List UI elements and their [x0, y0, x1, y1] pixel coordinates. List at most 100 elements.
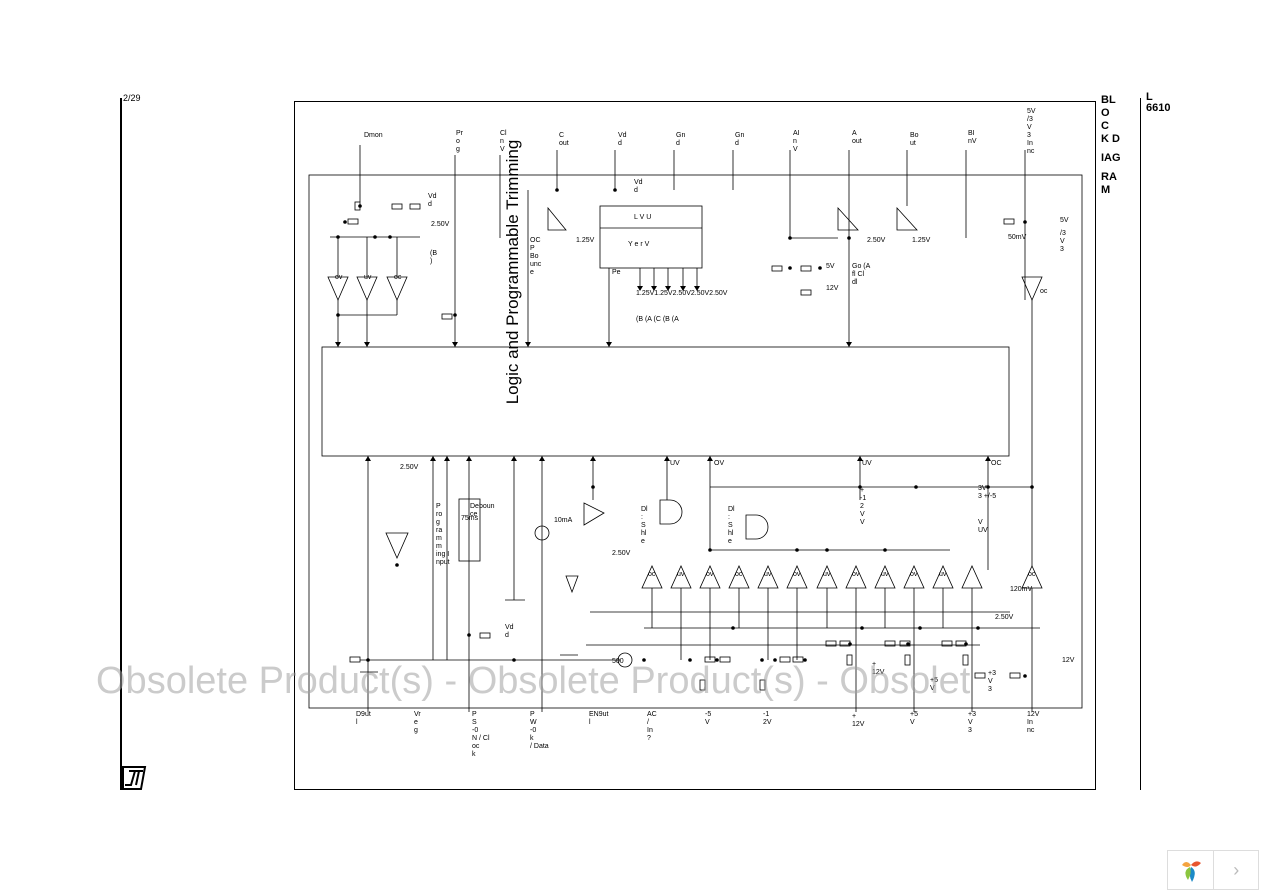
right-margin-rule — [1140, 98, 1141, 790]
ladder-label: Y e r V — [628, 241, 650, 248]
left-margin-rule — [120, 98, 122, 790]
comparator-label: uv — [764, 571, 772, 578]
block-diagram-frame — [294, 101, 1096, 790]
voltage-label: 12V — [1062, 657, 1075, 664]
comparator-label: uv — [881, 571, 889, 578]
voltage-label: 2.50V — [867, 237, 886, 244]
next-page-button[interactable]: › — [1233, 859, 1240, 880]
voltage-label: 120mV — [1010, 586, 1033, 593]
voltage-label: 2.50V — [400, 464, 419, 471]
pin-label-top: Dmon — [364, 132, 383, 139]
section-title-line: BL — [1101, 94, 1116, 106]
voltage-label: 12V — [826, 285, 839, 292]
part-number-line-2: 6610 — [1146, 102, 1171, 114]
logic-block — [321, 346, 1010, 457]
section-title-line: C — [1101, 120, 1109, 132]
section-title-line: M — [1101, 184, 1111, 196]
comparator-label: uv — [364, 274, 372, 281]
comparator-label: uv — [939, 571, 947, 578]
page-number: 2/29 — [123, 93, 141, 103]
comparator-label: oc — [735, 571, 743, 578]
ladder-label: (B (A (C (B (A — [636, 316, 679, 323]
viewer-logo-icon — [1168, 851, 1215, 889]
block-label: 75ms — [461, 515, 479, 522]
pin-label-bottom: AC/In? — [647, 711, 657, 742]
signal-label: UV — [670, 460, 680, 467]
signal-label: oc — [1040, 288, 1048, 295]
block-label: 500 — [612, 658, 624, 665]
logic-block-label: Logic and Programmable Trimming — [503, 139, 522, 405]
comparator-label: ov — [793, 571, 801, 578]
part-number-line-1: L — [1146, 91, 1153, 103]
voltage-label: 1.25V — [576, 237, 595, 244]
voltage-label: 5V — [1060, 217, 1069, 224]
section-title-line: RA — [1101, 171, 1117, 183]
junction-dots — [336, 188, 1034, 678]
current-label: 10mA — [554, 517, 573, 524]
chip-outline — [308, 174, 1083, 709]
voltage-label: 5V — [826, 263, 835, 270]
voltage-label: 50mV — [1008, 234, 1027, 241]
pin-label-bottom: +12V — [852, 713, 865, 728]
voltage-label: 2.50V — [995, 614, 1014, 621]
signal-arrows — [335, 286, 991, 461]
signal-label: (B) — [430, 250, 437, 265]
comparator-row — [641, 565, 1043, 589]
comparator-label: oc — [394, 274, 402, 281]
ladder-label: L V U — [634, 214, 651, 221]
comparator-label: uv — [823, 571, 831, 578]
part-number: L 6610 — [1146, 92, 1170, 114]
signal-label: UV — [862, 460, 872, 467]
viewer-nav-widget: › — [1167, 850, 1259, 890]
section-title-line: K D — [1101, 133, 1120, 145]
comparator-label: ov — [706, 571, 714, 578]
st-logo-icon — [122, 766, 147, 790]
section-title-line: O — [1101, 107, 1110, 119]
obsolete-watermark: Obsolete Product(s) - Obsolete Product(s… — [96, 660, 971, 702]
voltage-label: 1.25V — [912, 237, 931, 244]
comparator-label: ov — [910, 571, 918, 578]
debounce-block — [458, 498, 481, 562]
ladder-label: Pe — [612, 269, 621, 276]
comparator-label: ov — [852, 571, 860, 578]
signal-label: OV — [714, 460, 724, 467]
comparator-label: uv — [677, 571, 685, 578]
section-title-line: IAG — [1101, 152, 1121, 164]
comparator-label: oc — [1028, 571, 1036, 578]
